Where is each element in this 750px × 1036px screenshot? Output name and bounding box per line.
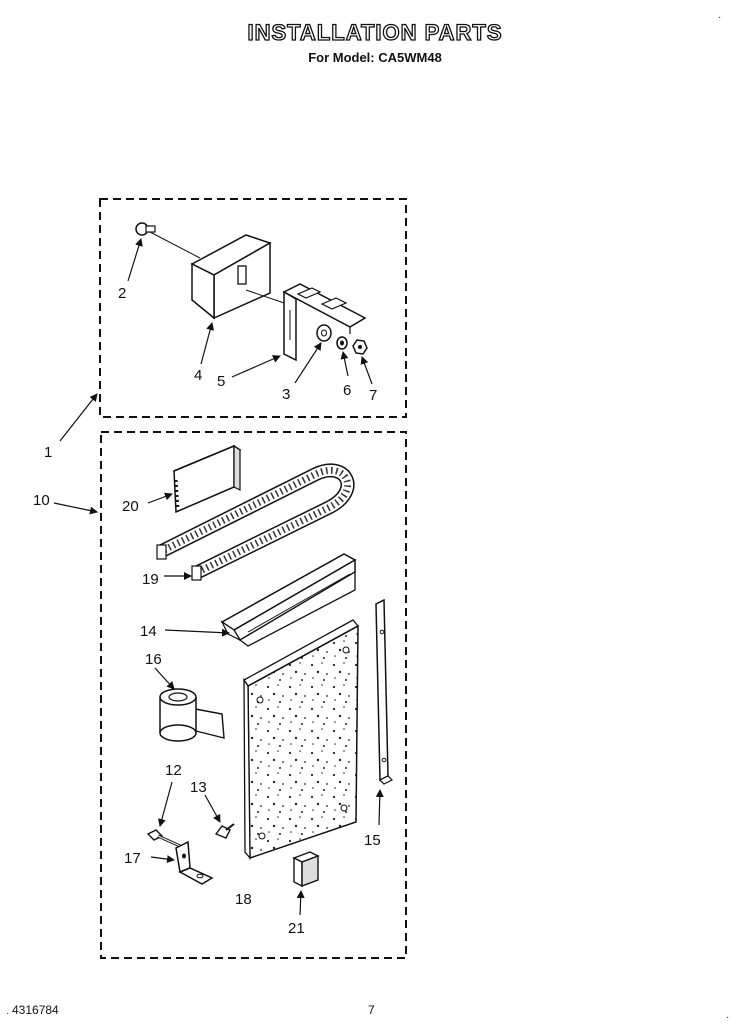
part-12-bolt — [146, 829, 181, 848]
part-2-screw — [135, 222, 201, 259]
callout-2: 2 — [118, 285, 126, 302]
callout-6: 6 — [343, 382, 351, 399]
part-18-insulation-panel — [243, 619, 360, 860]
corner-mark-top-right: · — [718, 12, 722, 23]
page-title: INSTALLATION PARTS — [247, 19, 503, 45]
part-16-tape-roll — [159, 688, 225, 742]
callout-3: 3 — [282, 386, 290, 403]
model-subtitle: For Model: CA5WM48 — [308, 50, 442, 65]
part-7-nut — [352, 339, 368, 355]
corner-mark-bottom-left: · — [6, 1008, 10, 1019]
callout-10: 10 — [33, 492, 50, 509]
callout-5: 5 — [217, 373, 225, 390]
hardware-kit-group-box — [99, 198, 407, 418]
part-19-foam-seal — [156, 463, 355, 581]
callout-13: 13 — [190, 779, 207, 796]
callout-15: 15 — [364, 832, 381, 849]
part-14-top-channel — [220, 553, 357, 647]
part-17-angle-bracket — [175, 840, 214, 885]
callout-18: 18 — [235, 891, 252, 908]
document-number: 4316784 — [12, 1003, 59, 1017]
accessory-kit-group-box — [100, 431, 407, 959]
part-20-foam-pad — [172, 444, 242, 514]
callout-4: 4 — [194, 367, 202, 384]
part-21-foam-block — [292, 851, 320, 888]
callout-14: 14 — [140, 623, 157, 640]
page-number: 7 — [368, 1003, 375, 1017]
part-15-side-channel — [375, 598, 394, 785]
corner-mark-bottom-right: · — [726, 1012, 730, 1023]
callout-7: 7 — [369, 387, 377, 404]
callout-20: 20 — [122, 498, 139, 515]
part-3-washer — [316, 324, 332, 342]
callout-1: 1 — [44, 444, 52, 461]
callout-21: 21 — [288, 920, 305, 937]
callout-16: 16 — [145, 651, 162, 668]
part-5-sill-bracket — [282, 283, 367, 362]
part-13-screw — [214, 823, 235, 839]
callout-19: 19 — [142, 571, 159, 588]
part-4-support-bracket — [190, 234, 291, 320]
callout-17: 17 — [124, 850, 141, 867]
callout-12: 12 — [165, 762, 182, 779]
part-6-lock-washer — [336, 336, 348, 350]
leader-arrows — [53, 238, 384, 916]
